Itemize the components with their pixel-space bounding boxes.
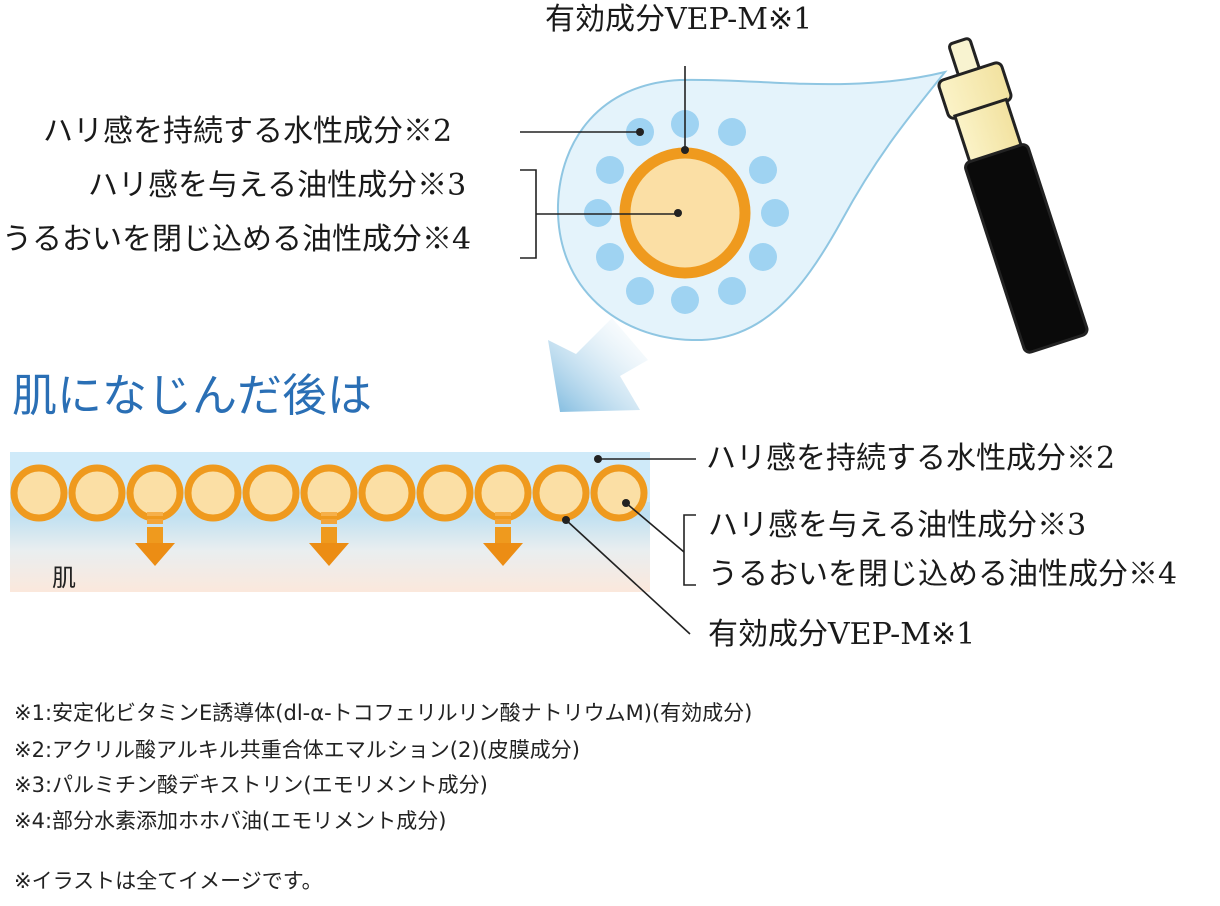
capsule-row [10,464,648,522]
water-dot [596,243,624,271]
footnote-4: ※4:部分水素添加ホホバ油(エモリメント成分) [14,809,447,833]
footnote-3: ※3:パルミチン酸デキストリン(エモリメント成分) [14,773,488,797]
capsule-small [126,464,184,522]
water-dot [761,199,789,227]
water-dot [596,156,624,184]
capsule-small [10,464,68,522]
small-down-arrows [135,512,523,566]
water-dot [718,118,746,146]
label-active-top: 有効成分VEP-M※1 [545,2,813,37]
pump-bottle-icon [937,37,1089,354]
label-oil2-bottom: うるおいを閉じ込める油性成分※4 [708,557,1178,592]
water-dot [749,156,777,184]
water-dot [626,277,654,305]
label-oil1-bottom: ハリ感を与える油性成分※3 [708,508,1087,543]
down-arrow-icon [309,512,349,566]
water-dot [671,286,699,314]
down-arrow-icon [483,512,523,566]
section-heading: 肌になじんだ後は [12,369,373,422]
label-oil1-top: ハリ感を与える油性成分※3 [88,168,467,203]
water-dot [584,199,612,227]
droplet [556,70,948,342]
capsule-small [184,464,242,522]
leader-lines-bottom [562,455,696,635]
capsule-small [358,464,416,522]
label-active-bottom: 有効成分VEP-M※1 [708,617,976,652]
leader-lines-top [520,66,689,259]
label-oil2-top: うるおいを閉じ込める油性成分※4 [2,222,472,257]
disclaimer: ※イラストは全てイメージです。 [14,869,323,893]
capsule-large [619,147,751,279]
water-dot [718,277,746,305]
capsule-small [474,464,532,522]
down-arrow-icon [135,512,175,566]
capsule-small [590,464,648,522]
capsule-small [416,464,474,522]
water-dot [749,243,777,271]
capsule-small [532,464,590,522]
down-arrow-icon [548,318,648,412]
footnote-1: ※1:安定化ビタミンE誘導体(dl-α-トコフェリルリン酸ナトリウムM)(有効成… [14,701,753,725]
footnote-2: ※2:アクリル酸アルキル共重合体エマルション(2)(皮膜成分) [14,738,580,762]
label-water-bottom: ハリ感を持続する水性成分※2 [706,441,1116,476]
capsule-small [68,464,126,522]
label-water-top: ハリ感を持続する水性成分※2 [43,114,453,149]
skin-label: 肌 [52,564,76,592]
water-dots [584,110,789,314]
capsule-small [300,464,358,522]
capsule-small [242,464,300,522]
